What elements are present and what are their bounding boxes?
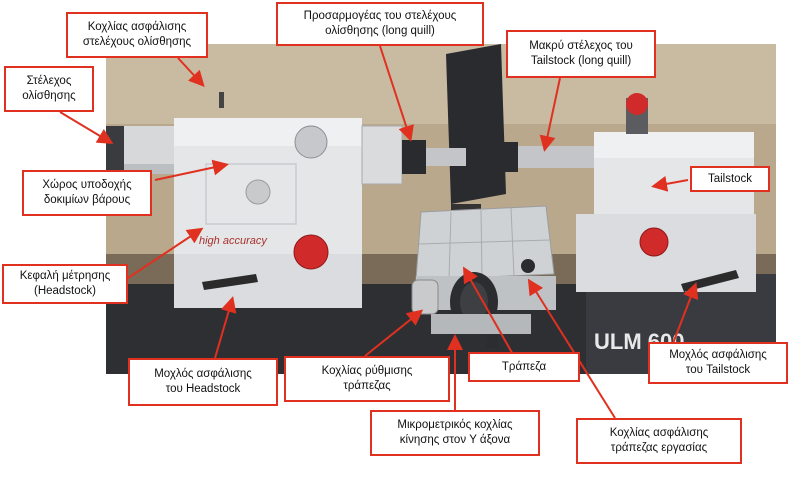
brand-label: high accuracy [199,235,268,247]
arrow-c4 [59,111,114,145]
headstock-grey-knob-icon [294,125,328,159]
callout-table-adjust-screw: Κοχλίας ρύθμισης τράπεζας [284,356,450,402]
quill-adapter [361,125,403,185]
callout-tailstock-long-quill: Μακρύ στέλεχος του Tailstock (long quill… [506,30,656,78]
callout-headstock-lever: Μοχλός ασφάλισης του Headstock [128,358,278,406]
callout-headstock: Κεφαλή μέτρησης (Headstock) [2,264,128,304]
callout-micrometer-screw: Μικρομετρικός κοχλίας κίνησης στον Y άξο… [370,410,540,456]
monitor [446,44,506,204]
callout-table-lock-screw: Κοχλίας ασφάλισης τράπεζας εργασίας [576,418,742,464]
tailstock-quill [516,146,596,168]
callout-tailstock-lever: Μοχλός ασφάλισης του Tailstock [648,342,788,384]
callout-slide-quill: Στέλεχος ολίσθησης [4,66,94,112]
headstock-lever-icon [202,274,258,290]
callout-slide-lock-screw: Κοχλίας ασφάλισης στελέχους ολίσθησης [66,12,208,58]
callout-quill-adapter: Προσαρμογέας του στελέχους ολίσθησης (lo… [276,2,484,46]
headstock-red-knob-icon [293,234,329,270]
weight-chamber-knob-icon [245,179,271,205]
callout-worktable: Τράπεζα [468,352,580,382]
callout-tailstock: Tailstock [690,166,770,192]
callout-weight-chamber: Χώρος υποδοχής δοκιμίων βάρους [22,170,152,216]
tailstock-top-knob-icon [626,93,648,115]
table-lock-screw-icon [521,259,535,273]
machine-photo: high accuracy ULM 600 [106,44,776,374]
table-adjust-knob-icon [411,279,439,315]
tailstock-red-knob-icon [639,227,669,257]
